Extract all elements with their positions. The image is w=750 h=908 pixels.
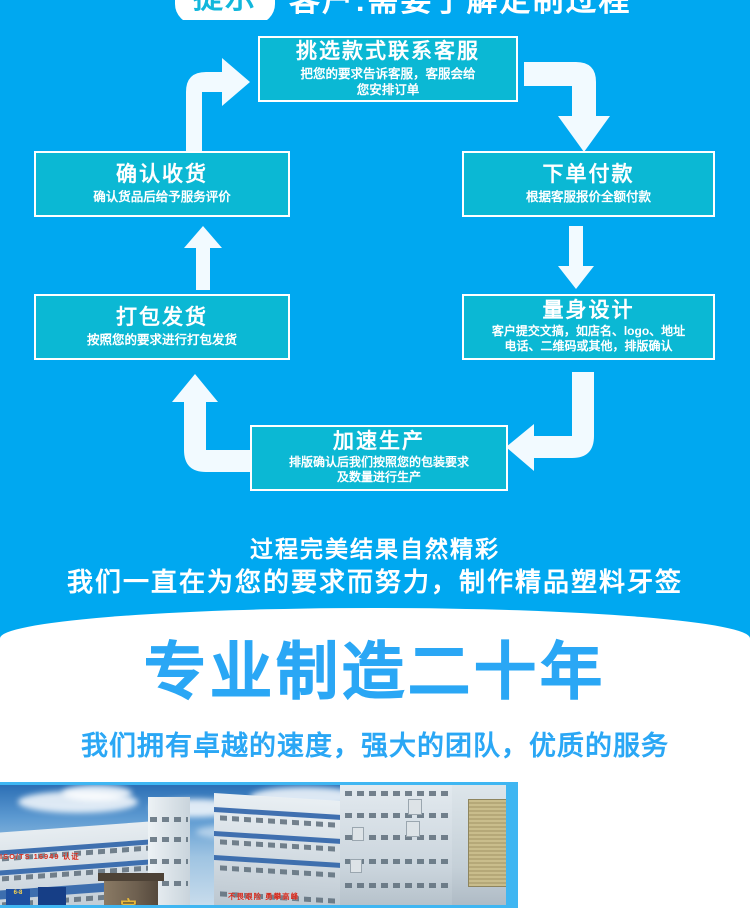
ac-unit-icon	[408, 799, 422, 815]
gate-pillar	[104, 877, 158, 905]
arrow-up-icon	[182, 226, 224, 290]
photo-right-edge	[506, 785, 515, 905]
photo-caption-left: ISO/TS 16949 认证	[0, 852, 80, 861]
flow-step-5-subtitle-line-1: 按照您的要求进行打包发货	[86, 332, 237, 347]
ac-unit-icon	[350, 859, 362, 873]
flow-step-1-subtitle-line-1: 把您的要求告诉客服，客服会给	[300, 66, 476, 81]
building-left-wing	[148, 797, 190, 905]
flow-step-3-subtitle-line-2: 电话、二维码或其他，排版确认	[504, 339, 673, 354]
promo-subheadline: 我们拥有卓越的速度，强大的团队，优质的服务	[81, 731, 669, 761]
flow-step-2-title: 下单付款	[542, 163, 635, 187]
arrow-up-right-icon	[168, 56, 252, 152]
flow-step-4-subtitle-line-1: 排版确认后我们按照您的包装要求	[288, 455, 469, 470]
photo-caption-right: 不畏艰险 勇攀高峰	[228, 892, 300, 901]
flow-step-6: 确认收货 确认货品后给予服务评价	[34, 151, 290, 217]
slogan-line-1: 过程完美结果自然精彩	[250, 536, 500, 562]
top-banner: 提示 客户:需要了解定制过程	[0, 0, 750, 20]
arrow-down-left-icon	[506, 372, 602, 472]
flow-step-3: 量身设计 客户提交文搞，如店名、logo、地址 电话、二维码或其他，排版确认	[462, 294, 715, 360]
wall-plaque-left: 6-8	[6, 889, 30, 905]
cloud-shape	[62, 785, 132, 801]
slogan-line-2: 我们一直在为您的要求而努力，制作精品塑料牙签	[66, 567, 683, 597]
building-far	[340, 785, 460, 905]
flow-step-4-title: 加速生产	[333, 430, 425, 454]
wall-plaque-emblem	[38, 887, 66, 905]
flow-step-4-subtitle-line-2: 及数量进行生产	[336, 470, 421, 485]
flow-step-3-title: 量身设计	[542, 299, 635, 323]
flow-step-1-title: 挑选款式联系客服	[296, 40, 480, 64]
flow-step-3-subtitle-line-1: 客户提交文搞，如店名、logo、地址	[491, 324, 686, 339]
arrow-down-icon	[556, 226, 596, 290]
flow-step-1-subtitle-line-2: 您安排订单	[356, 82, 420, 97]
arrow-right-down-icon	[524, 56, 616, 156]
flow-step-6-title: 确认收货	[116, 163, 208, 187]
factory-photo: ISO/TS 16949 认证 不畏艰险 勇攀高峰 宝 6-8	[0, 782, 518, 908]
ac-unit-icon	[352, 827, 364, 841]
flow-step-2: 下单付款 根据客服报价全额付款	[462, 151, 715, 217]
flow-step-6-subtitle-line-1: 确认货品后给予服务评价	[93, 189, 231, 204]
tip-badge: 提示	[175, 0, 275, 20]
flow-step-1: 挑选款式联系客服 把您的要求告诉客服，客服会给 您安排订单	[258, 36, 518, 102]
ac-unit-icon	[406, 821, 420, 837]
flow-step-2-subtitle-line-1: 根据客服报价全额付款	[525, 189, 651, 204]
gate-sign-character: 宝	[120, 893, 137, 905]
gate-pillar-cap	[98, 873, 164, 881]
flow-step-5: 打包发货 按照您的要求进行打包发货	[34, 294, 290, 360]
building-center	[214, 793, 354, 905]
flow-step-5-title: 打包发货	[116, 306, 208, 330]
promo-headline: 专业制造二十年	[143, 638, 606, 707]
arrow-left-up-icon	[172, 372, 268, 474]
top-banner-headline: 客户:需要了解定制过程	[289, 0, 632, 18]
flow-step-4: 加速生产 排版确认后我们按照您的包装要求 及数量进行生产	[250, 425, 508, 491]
